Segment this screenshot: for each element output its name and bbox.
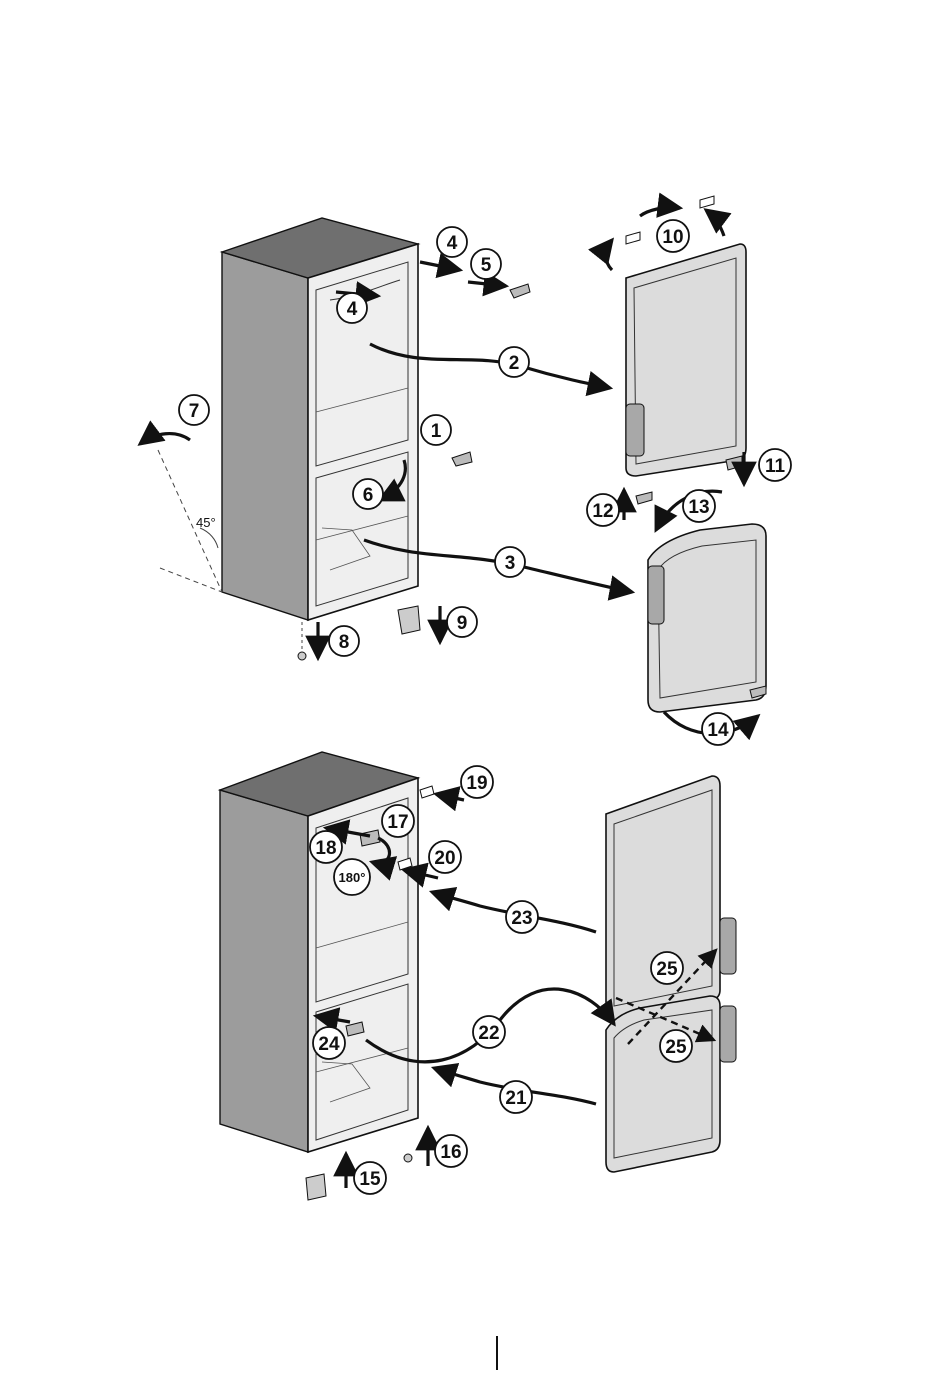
step-25-upper: 25	[651, 952, 683, 984]
svg-text:4: 4	[447, 233, 458, 254]
svg-text:16: 16	[440, 1142, 461, 1163]
svg-text:17: 17	[387, 812, 408, 833]
svg-text:1: 1	[431, 421, 442, 442]
svg-text:13: 13	[688, 497, 709, 518]
step-1: 1	[421, 415, 451, 445]
step-8: 8	[329, 626, 359, 656]
step-12: 12	[587, 494, 619, 526]
step-25-lower: 25	[660, 1030, 692, 1062]
svg-text:25: 25	[665, 1037, 687, 1058]
step-7: 7	[179, 395, 209, 425]
step-6: 6	[353, 479, 383, 509]
step-19: 19	[461, 766, 493, 798]
rotate-180-label-group: 180°	[334, 859, 370, 895]
tilt-guide: 45°	[158, 450, 222, 592]
step-11: 11	[759, 449, 791, 481]
step-18: 18	[310, 831, 342, 863]
step-21: 21	[500, 1081, 532, 1113]
svg-text:25: 25	[656, 959, 678, 980]
step-23: 23	[506, 901, 538, 933]
svg-text:23: 23	[511, 908, 532, 929]
svg-text:18: 18	[315, 838, 336, 859]
step-16: 16	[435, 1135, 467, 1167]
svg-text:8: 8	[339, 632, 350, 653]
step-4-top: 4	[437, 227, 467, 257]
step-3: 3	[495, 547, 525, 577]
step-4-front: 4	[337, 293, 367, 323]
svg-text:19: 19	[466, 773, 487, 794]
svg-text:12: 12	[592, 501, 613, 522]
top-right-lower-door	[648, 524, 766, 712]
step-20: 20	[429, 841, 461, 873]
svg-text:21: 21	[505, 1088, 527, 1109]
step-14: 14	[702, 713, 734, 745]
step-22: 22	[473, 1016, 505, 1048]
step-10: 10	[657, 220, 689, 252]
svg-text:2: 2	[509, 353, 520, 374]
svg-text:3: 3	[505, 553, 516, 574]
tilt-angle-label: 45°	[196, 515, 216, 530]
svg-text:7: 7	[189, 401, 200, 422]
svg-text:10: 10	[662, 227, 683, 248]
svg-text:5: 5	[481, 255, 492, 276]
svg-text:24: 24	[318, 1034, 340, 1055]
svg-text:14: 14	[707, 720, 729, 741]
svg-text:22: 22	[478, 1023, 499, 1044]
step-17: 17	[382, 805, 414, 837]
step-24: 24	[313, 1027, 345, 1059]
svg-text:20: 20	[434, 848, 455, 869]
step-2: 2	[499, 347, 529, 377]
svg-text:15: 15	[359, 1169, 381, 1190]
svg-text:6: 6	[363, 485, 374, 506]
top-fridge-cabinet	[222, 218, 418, 620]
step-5: 5	[471, 249, 501, 279]
step-9: 9	[447, 607, 477, 637]
svg-text:9: 9	[457, 613, 468, 634]
step-15: 15	[354, 1162, 386, 1194]
svg-text:4: 4	[347, 299, 358, 320]
rotate-angle-label: 180°	[339, 870, 366, 885]
svg-text:11: 11	[765, 456, 786, 477]
step-13: 13	[683, 490, 715, 522]
